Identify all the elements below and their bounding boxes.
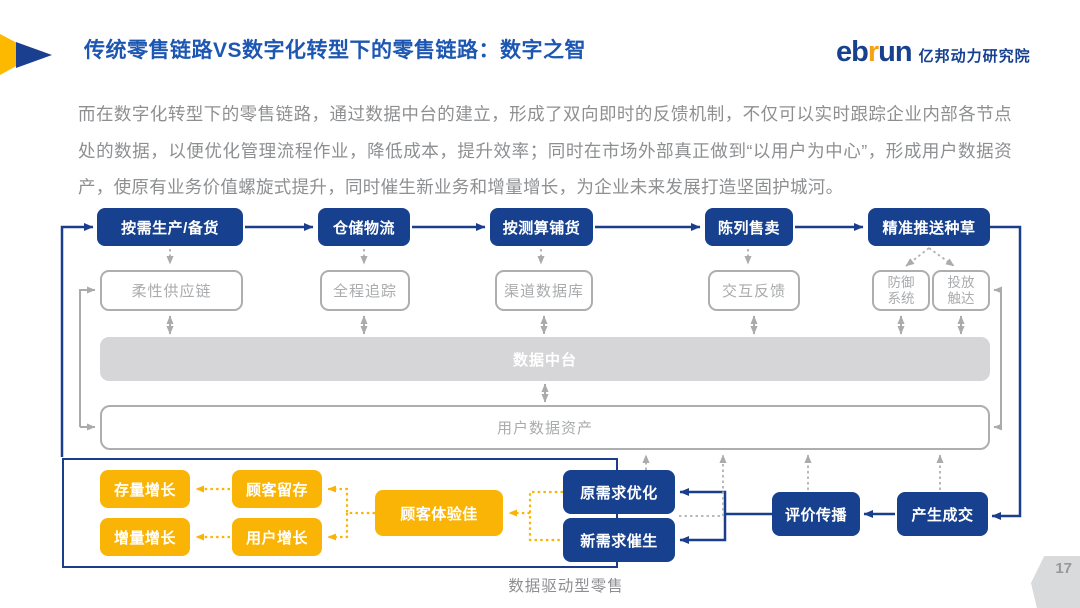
logo-org-name: 亿邦动力研究院 <box>918 48 1031 65</box>
user-data-asset-bar: 用户数据资产 <box>100 405 990 450</box>
node-original-demand-optimization: 原需求优化 <box>563 470 675 514</box>
node-good-customer-experience: 顾客体验佳 <box>375 490 503 536</box>
brand-logo: ebrun 亿邦动力研究院 <box>836 36 1031 69</box>
node-flexible-supply-chain: 柔性供应链 <box>100 270 243 311</box>
page-title: 传统零售链路VS数字化转型下的零售链路：数字之智 <box>84 39 587 62</box>
node-new-demand-generation: 新需求催生 <box>563 518 675 562</box>
node-customer-retention: 顾客留存 <box>232 470 322 508</box>
node-defense-system: 防御系统 <box>872 270 930 311</box>
logo-wordmark: ebrun <box>836 36 913 68</box>
node-stock-growth: 存量增长 <box>100 470 190 508</box>
node-display-sales: 陈列售卖 <box>705 208 793 246</box>
node-demand-production: 按需生产/备货 <box>97 208 243 246</box>
node-calculated-distribution: 按测算铺货 <box>490 208 593 246</box>
node-full-tracking: 全程追踪 <box>320 270 410 311</box>
data-middle-platform-bar: 数据中台 <box>100 337 990 381</box>
node-channel-database: 渠道数据库 <box>495 270 593 311</box>
node-precise-push: 精准推送种草 <box>868 208 990 246</box>
intro-paragraph: 而在数字化转型下的零售链路，通过数据中台的建立，形成了双向即时的反馈机制，不仅可… <box>78 104 1012 197</box>
node-warehouse-logistics: 仓储物流 <box>318 208 410 246</box>
node-incremental-growth: 增量增长 <box>100 518 190 556</box>
node-review-spread: 评价传播 <box>772 492 860 536</box>
bottom-frame-caption: 数据驱动型零售 <box>508 578 624 595</box>
double-chevron-right-icon <box>0 34 52 75</box>
page-number: 17 <box>1055 560 1072 577</box>
node-user-growth: 用户增长 <box>232 518 322 556</box>
node-delivery-reach: 投放触达 <box>932 270 990 311</box>
page-number-badge: 17 <box>1031 556 1080 608</box>
node-deal-generation: 产生成交 <box>897 492 988 536</box>
node-interactive-feedback: 交互反馈 <box>708 270 800 311</box>
